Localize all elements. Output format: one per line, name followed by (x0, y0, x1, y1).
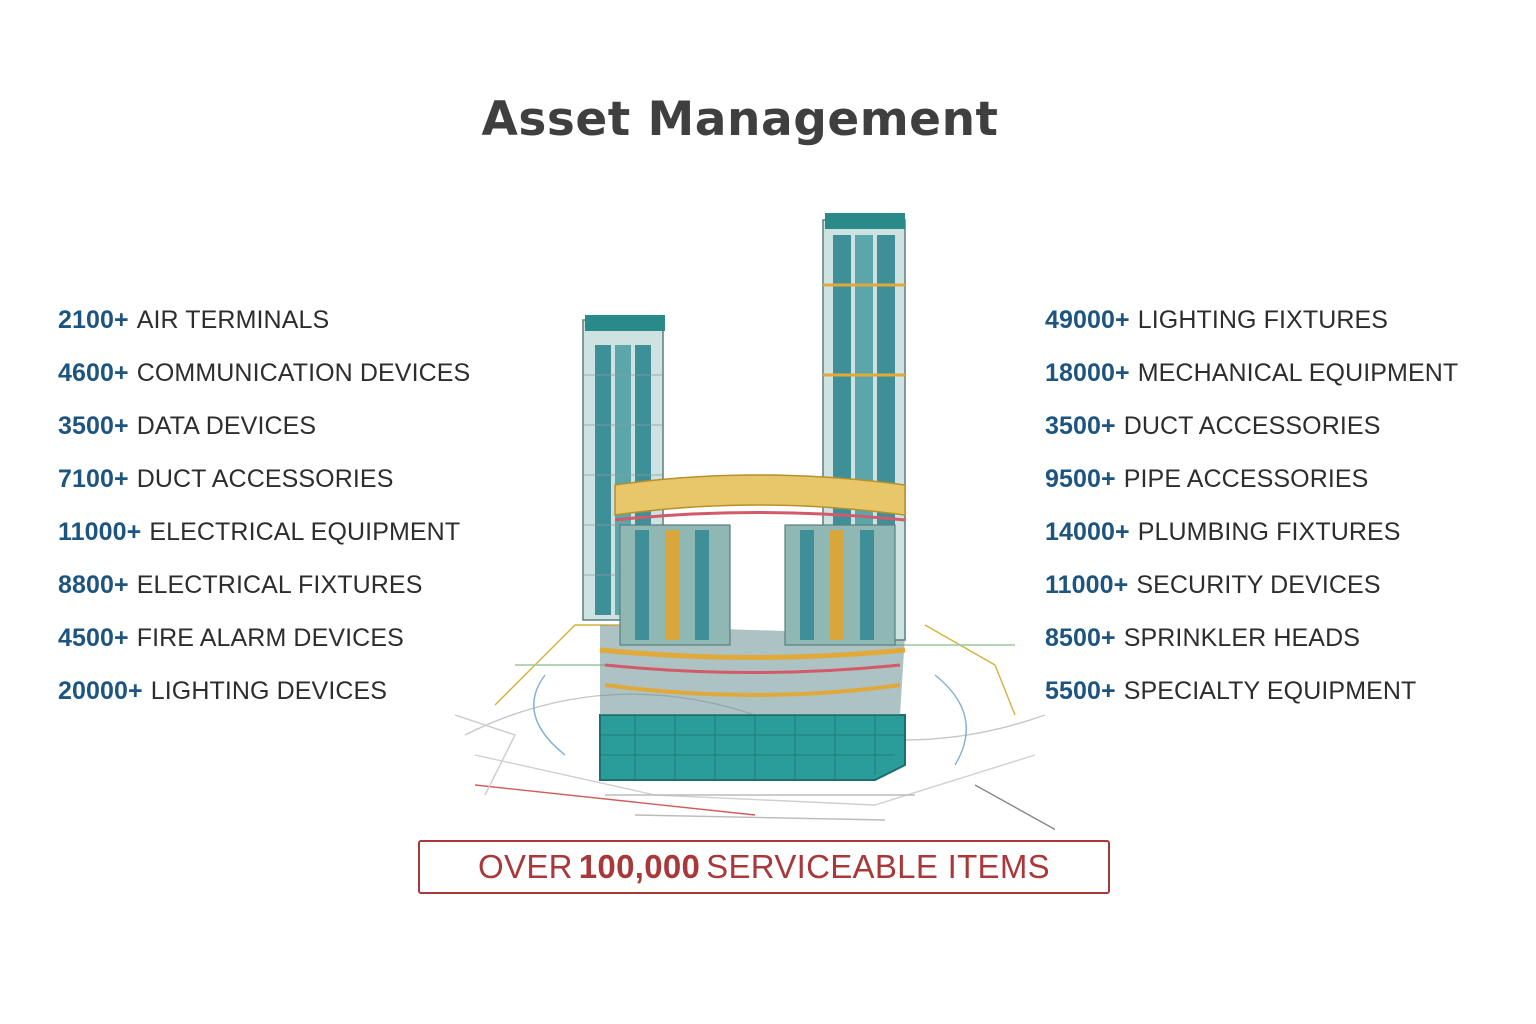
asset-label: ELECTRICAL FIXTURES (136, 571, 423, 599)
asset-count: 8500+ (1045, 624, 1116, 652)
asset-label: MECHANICAL EQUIPMENT (1137, 359, 1459, 387)
asset-label: DATA DEVICES (136, 412, 317, 440)
asset-label: LIGHTING DEVICES (150, 677, 388, 705)
asset-item: 3500+DATA DEVICES (58, 409, 470, 462)
asset-count: 4600+ (58, 359, 129, 387)
asset-count: 11000+ (58, 518, 142, 546)
asset-item: 11000+SECURITY DEVICES (1045, 568, 1458, 621)
asset-count: 3500+ (1045, 412, 1116, 440)
asset-item: 20000+LIGHTING DEVICES (58, 674, 470, 727)
floor-plan-lines (455, 624, 1055, 831)
asset-label: PLUMBING FIXTURES (1137, 518, 1401, 546)
asset-count: 11000+ (1045, 571, 1129, 599)
asset-item: 49000+LIGHTING FIXTURES (1045, 303, 1458, 356)
asset-item: 7100+DUCT ACCESSORIES (58, 462, 470, 515)
asset-label: ELECTRICAL EQUIPMENT (149, 518, 461, 546)
asset-label: AIR TERMINALS (136, 306, 330, 334)
asset-label: SPECIALTY EQUIPMENT (1123, 677, 1417, 705)
asset-count: 14000+ (1045, 518, 1130, 546)
asset-item: 4600+COMMUNICATION DEVICES (58, 356, 470, 409)
asset-count: 3500+ (58, 412, 129, 440)
asset-item: 11000+ELECTRICAL EQUIPMENT (58, 515, 470, 568)
asset-label: LIGHTING FIXTURES (1137, 306, 1389, 334)
asset-label: FIRE ALARM DEVICES (136, 624, 404, 652)
asset-count: 7100+ (58, 465, 129, 493)
asset-label: SECURITY DEVICES (1136, 571, 1381, 599)
base-podium (599, 625, 906, 781)
asset-count: 9500+ (1045, 465, 1116, 493)
bridge-ring (614, 474, 906, 646)
asset-item: 5500+SPECIALTY EQUIPMENT (1045, 674, 1458, 727)
building-bim-model-illustration (455, 213, 1055, 831)
banner-prefix: OVER (478, 848, 573, 885)
asset-item: 14000+PLUMBING FIXTURES (1045, 515, 1458, 568)
asset-list-left: 2100+AIR TERMINALS 4600+COMMUNICATION DE… (58, 303, 470, 727)
asset-count: 4500+ (58, 624, 129, 652)
asset-item: 18000+MECHANICAL EQUIPMENT (1045, 356, 1458, 409)
banner-suffix: SERVICEABLE ITEMS (706, 848, 1050, 885)
asset-count: 8800+ (58, 571, 129, 599)
asset-label: COMMUNICATION DEVICES (136, 359, 471, 387)
asset-item: 3500+DUCT ACCESSORIES (1045, 409, 1458, 462)
asset-count: 2100+ (58, 306, 129, 334)
asset-count: 5500+ (1045, 677, 1116, 705)
asset-item: 8800+ELECTRICAL FIXTURES (58, 568, 470, 621)
banner-highlight: 100,000 (578, 848, 701, 885)
asset-item: 9500+PIPE ACCESSORIES (1045, 462, 1458, 515)
page-title: Asset Management (481, 92, 999, 147)
asset-label: DUCT ACCESSORIES (136, 465, 394, 493)
asset-item: 2100+AIR TERMINALS (58, 303, 470, 356)
asset-count: 18000+ (1045, 359, 1130, 387)
asset-label: PIPE ACCESSORIES (1123, 465, 1369, 493)
asset-item: 4500+FIRE ALARM DEVICES (58, 621, 470, 674)
asset-item: 8500+SPRINKLER HEADS (1045, 621, 1458, 674)
asset-list-right: 49000+LIGHTING FIXTURES 18000+MECHANICAL… (1045, 303, 1458, 727)
asset-count: 20000+ (58, 677, 143, 705)
asset-count: 49000+ (1045, 306, 1130, 334)
asset-label: SPRINKLER HEADS (1123, 624, 1361, 652)
asset-label: DUCT ACCESSORIES (1123, 412, 1381, 440)
